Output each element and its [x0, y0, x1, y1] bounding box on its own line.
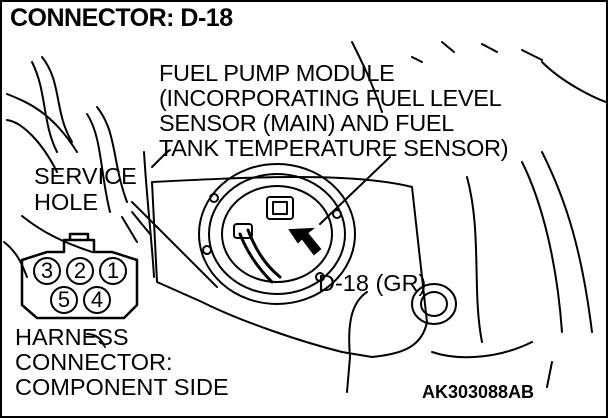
pin-2-label: 2 — [73, 258, 87, 283]
harness-label-line-3: COMPONENT SIDE — [15, 374, 229, 400]
connector-id-label: D-18 (GR) — [318, 270, 427, 296]
component-label-line-3: SENSOR (MAIN) AND FUEL — [159, 110, 455, 136]
pin-3-label: 3 — [40, 258, 54, 283]
service-hole-label-line-1: SERVICE — [34, 163, 137, 189]
harness-label-line-1: HARNESS — [15, 324, 129, 350]
component-label-line-4: TANK TEMPERATURE SENSOR) — [159, 135, 509, 161]
harness-label-line-2: CONNECTOR: — [15, 349, 173, 375]
connector-title: CONNECTOR: D-18 — [10, 4, 233, 32]
figure-code: AK303088AB — [422, 382, 535, 402]
pin-4-label: 4 — [90, 287, 104, 312]
component-label-line-1: FUEL PUMP MODULE — [159, 60, 395, 86]
pin-5-label: 5 — [57, 287, 71, 312]
service-hole-label-line-2: HOLE — [34, 189, 98, 215]
pin-1-label: 1 — [106, 258, 120, 283]
component-label-line-2: (INCORPORATING FUEL LEVEL — [159, 85, 502, 111]
